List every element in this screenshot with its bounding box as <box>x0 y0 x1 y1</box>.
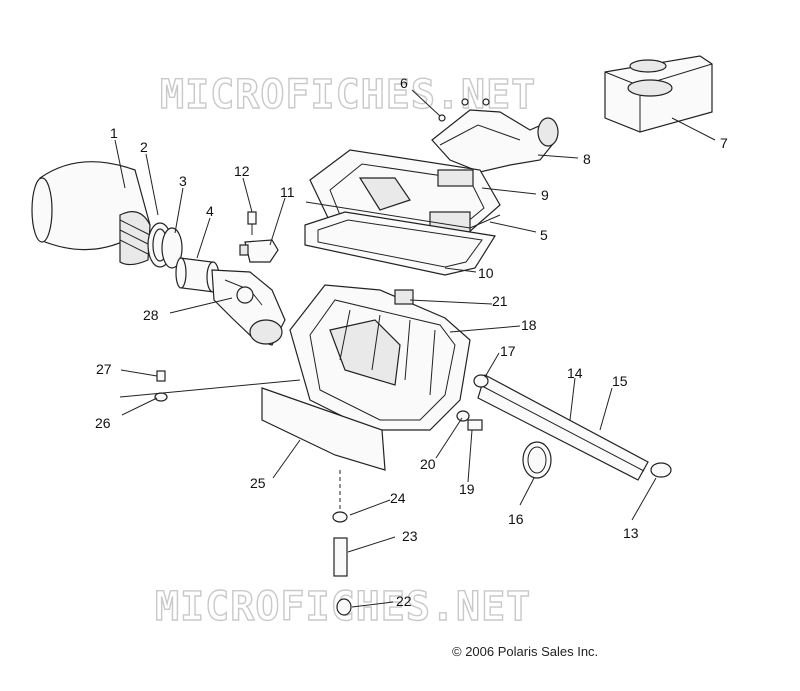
callout-1: 1 <box>110 125 118 141</box>
part-14-15-drain-tube <box>477 374 649 481</box>
part-3-clamp <box>161 227 183 269</box>
callout-24: 24 <box>390 490 406 506</box>
callout-6: 6 <box>400 75 408 91</box>
callout-9: 9 <box>541 187 549 203</box>
leader-lines <box>114 89 716 608</box>
part-22-clamp <box>336 598 352 616</box>
callout-22: 22 <box>396 593 412 609</box>
callout-11: 11 <box>280 184 295 200</box>
callout-10: 10 <box>478 265 494 281</box>
part-28-intake-duct <box>211 269 286 346</box>
callout-12: 12 <box>234 163 250 179</box>
part-24-clamp <box>332 511 348 523</box>
part-25-panel <box>261 387 386 471</box>
part-5-seal <box>305 201 501 229</box>
callout-15: 15 <box>612 373 628 389</box>
part-8-intake-snorkel <box>431 109 559 173</box>
callout-26: 26 <box>95 415 111 431</box>
part-11-sensor <box>239 239 279 263</box>
copyright-notice: © 2006 Polaris Sales Inc. <box>452 644 599 659</box>
callout-13: 13 <box>623 525 639 541</box>
callout-4: 4 <box>206 203 214 219</box>
callout-19: 19 <box>459 481 475 497</box>
part-26-washer <box>154 392 168 402</box>
callout-8: 8 <box>583 151 591 167</box>
part-1-air-filter <box>31 161 151 266</box>
callout-2: 2 <box>140 139 148 155</box>
part-18-airbox <box>289 284 471 431</box>
callout-16: 16 <box>508 511 524 527</box>
part-17-grommet <box>473 374 489 388</box>
callout-28: 28 <box>143 307 159 323</box>
part-4-coupler <box>175 257 220 293</box>
callout-21: 21 <box>492 293 508 309</box>
callout-14: 14 <box>567 365 583 381</box>
part-16-hose-clamp <box>522 441 552 479</box>
callout-5: 5 <box>540 227 548 243</box>
part-20-grommet <box>456 410 470 422</box>
part-21-clip <box>394 289 414 305</box>
callout-25: 25 <box>250 475 266 491</box>
callout-20: 20 <box>420 456 436 472</box>
part-6-screws <box>438 98 490 122</box>
callout-18: 18 <box>521 317 537 333</box>
part-23-drain-hose <box>333 537 348 577</box>
part-10-gasket <box>304 211 496 276</box>
callout-3: 3 <box>179 173 187 189</box>
part-13-clamp <box>650 462 672 478</box>
callout-27: 27 <box>96 361 112 377</box>
part-7-foam-block <box>604 55 713 133</box>
callout-23: 23 <box>402 528 418 544</box>
callout-17: 17 <box>500 343 516 359</box>
part-19-plug <box>467 419 483 431</box>
callout-7: 7 <box>720 135 728 151</box>
part-12-screw <box>247 211 257 235</box>
part-27-bolt <box>156 370 166 382</box>
